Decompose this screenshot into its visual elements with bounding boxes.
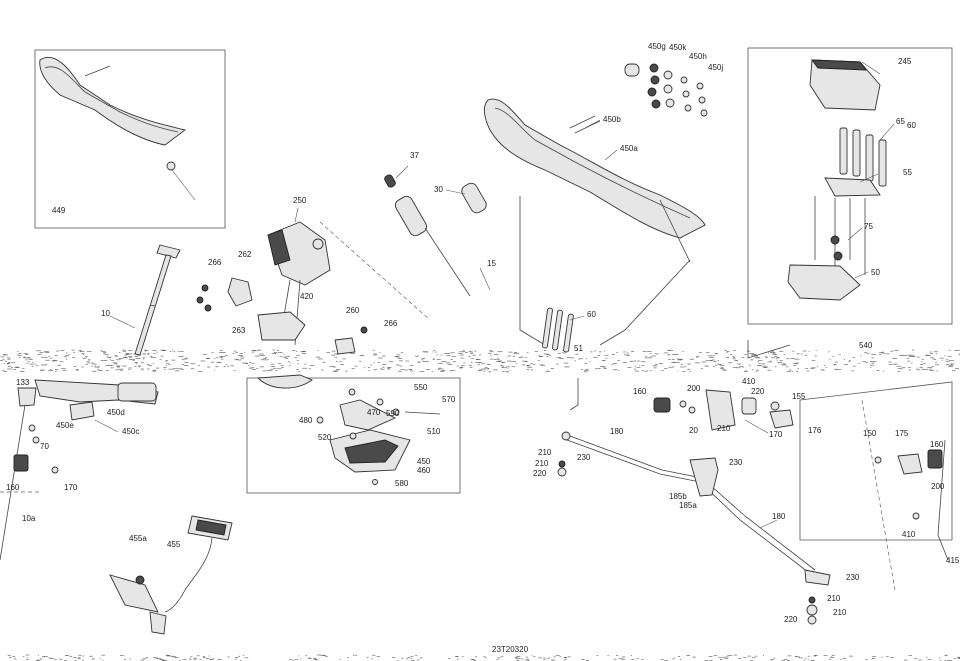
steering-parts xyxy=(569,340,794,431)
callout-220-b: 220 xyxy=(784,615,798,624)
riser-assembly xyxy=(787,59,887,301)
callout-51: 51 xyxy=(574,344,583,353)
callout-450j: 450j xyxy=(708,63,723,72)
callout-210-center: 210 xyxy=(717,424,731,433)
callout-266-right: 266 xyxy=(384,319,398,328)
callout-470: 470 xyxy=(367,408,381,417)
callout-450h: 450h xyxy=(689,52,707,61)
detail-box-headlight xyxy=(246,377,461,494)
callout-50: 50 xyxy=(871,268,880,277)
callout-230-c: 230 xyxy=(846,573,860,582)
callout-220-a: 220 xyxy=(533,469,547,478)
right-control-assembly xyxy=(861,399,949,591)
callout-450k: 450k xyxy=(669,43,687,52)
handguard-detail xyxy=(39,57,196,201)
detail-box-riser xyxy=(747,47,953,325)
leader-lines xyxy=(109,61,895,529)
callout-60-riser: 60 xyxy=(907,121,916,130)
callout-75: 75 xyxy=(864,222,873,231)
callout-550: 550 xyxy=(414,383,428,392)
callout-415: 415 xyxy=(946,556,960,565)
tie-rod-assembly xyxy=(557,431,831,625)
headlight-assembly xyxy=(256,374,441,485)
callout-10: 10 xyxy=(101,309,110,318)
callout-262: 262 xyxy=(238,250,252,259)
callout-450b: 450b xyxy=(603,115,621,124)
callout-170-center: 170 xyxy=(769,430,783,439)
scan-noise-band xyxy=(0,349,960,661)
grips xyxy=(384,174,487,297)
callout-580: 580 xyxy=(395,479,409,488)
handlebar-rod xyxy=(134,244,181,356)
callout-245: 245 xyxy=(898,57,912,66)
detail-box-right-control xyxy=(799,381,953,541)
callout-410-center: 410 xyxy=(742,377,756,386)
callout-160-center: 160 xyxy=(633,387,647,396)
callout-200-center: 200 xyxy=(687,384,701,393)
callout-37: 37 xyxy=(410,151,419,160)
pins xyxy=(542,307,574,353)
callout-230-a: 230 xyxy=(577,453,591,462)
callout-570: 570 xyxy=(442,395,456,404)
callout-155: 155 xyxy=(792,392,806,401)
callout-266-left: 266 xyxy=(208,258,222,267)
callout-185b: 185b xyxy=(669,492,687,501)
callout-250: 250 xyxy=(293,196,307,205)
callout-420: 420 xyxy=(300,292,314,301)
callout-230-b: 230 xyxy=(729,458,743,467)
callout-210-a: 210 xyxy=(538,448,552,457)
callout-210-b: 210 xyxy=(535,459,549,468)
callout-210-c: 210 xyxy=(827,594,841,603)
callout-520: 520 xyxy=(318,433,332,442)
callout-510: 510 xyxy=(427,427,441,436)
callout-150: 150 xyxy=(863,429,877,438)
callout-455: 455 xyxy=(167,540,181,549)
callout-480: 480 xyxy=(299,416,313,425)
callout-460: 460 xyxy=(417,466,431,475)
callout-10a: 10a xyxy=(22,514,36,523)
callout-55: 55 xyxy=(903,168,912,177)
callout-450d: 450d xyxy=(107,408,125,417)
callout-133: 133 xyxy=(16,378,30,387)
throttle-controller xyxy=(196,221,431,355)
callout-60: 60 xyxy=(587,310,596,319)
callout-15: 15 xyxy=(487,259,496,268)
callout-260: 260 xyxy=(346,306,360,315)
callout-220-center: 220 xyxy=(751,387,765,396)
detail-box-handguard xyxy=(34,49,226,229)
callout-449: 449 xyxy=(52,206,66,215)
left-control-assembly xyxy=(0,379,159,561)
callout-180-top: 180 xyxy=(610,427,624,436)
callout-175: 175 xyxy=(895,429,909,438)
callout-455a: 455a xyxy=(129,534,147,543)
callout-540: 540 xyxy=(859,341,873,350)
callout-160-left: 160 xyxy=(6,483,20,492)
callout-65: 65 xyxy=(896,117,905,126)
callout-160-right: 160 xyxy=(930,440,944,449)
callout-450g: 450g xyxy=(648,42,666,51)
callout-170-left: 170 xyxy=(64,483,78,492)
callout-labels: 449 450g 450k 450h 450j 245 65 60 55 75 … xyxy=(6,42,960,654)
callout-450c: 450c xyxy=(122,427,139,436)
callout-180-bottom: 180 xyxy=(772,512,786,521)
callout-176: 176 xyxy=(808,426,822,435)
drawing-number: 23T20320 xyxy=(492,645,529,654)
callout-70: 70 xyxy=(40,442,49,451)
callout-450a: 450a xyxy=(620,144,638,153)
callout-185a: 185a xyxy=(679,501,697,510)
callout-30: 30 xyxy=(434,185,443,194)
callout-410-right: 410 xyxy=(902,530,916,539)
callout-210-d: 210 xyxy=(833,608,847,617)
callout-450-headlight: 450 xyxy=(417,457,431,466)
handguard-large xyxy=(483,98,706,346)
callout-450e: 450e xyxy=(56,421,74,430)
callout-590: 590 xyxy=(386,409,400,418)
callout-263: 263 xyxy=(232,326,246,335)
callout-20: 20 xyxy=(689,426,698,435)
hardware-set xyxy=(624,63,708,117)
switch-harness xyxy=(109,515,233,635)
callout-200-right: 200 xyxy=(931,482,945,491)
